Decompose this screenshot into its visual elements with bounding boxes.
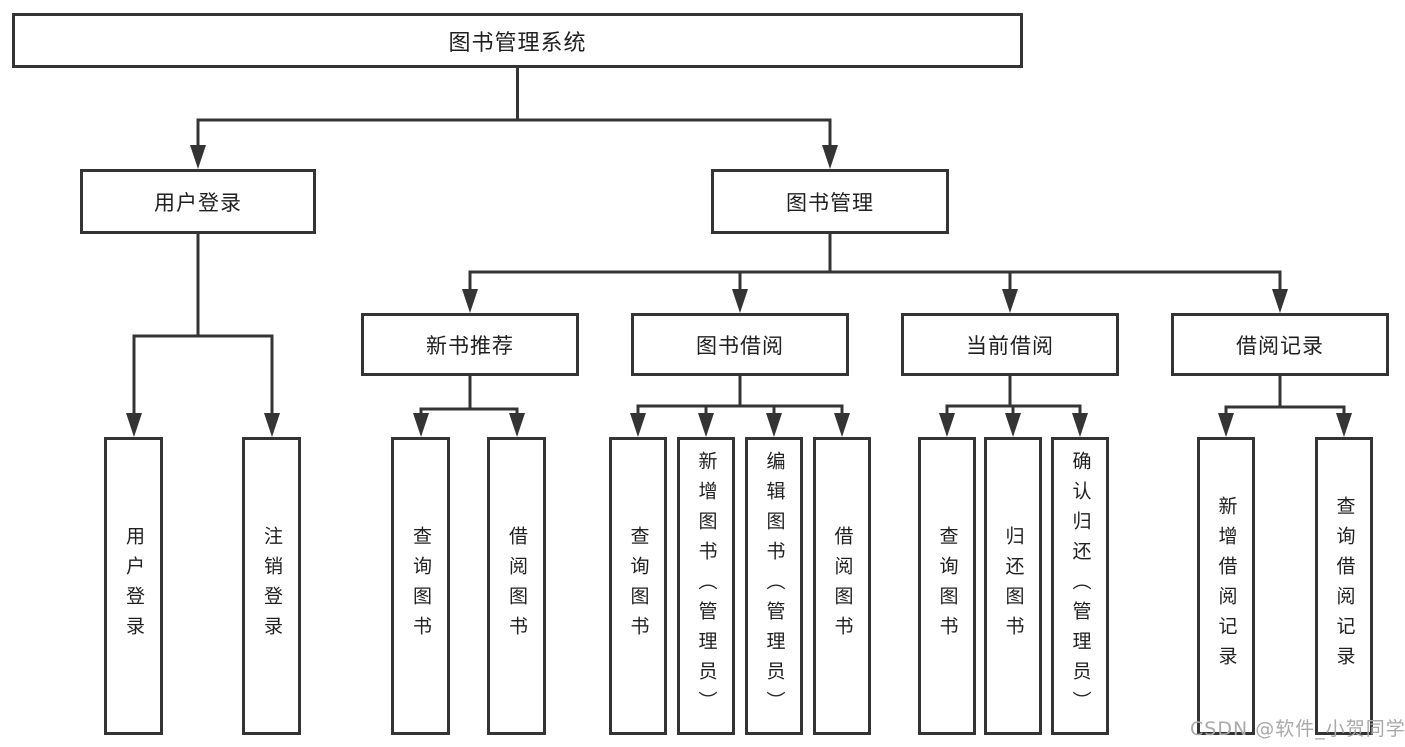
connector-new-book-recommendation-to-leaves (413, 374, 525, 437)
leaf-query-books-recommend: 查询图书 (391, 437, 450, 735)
leaf-label: 查询图书 (410, 526, 432, 646)
node-label: 当前借阅 (966, 333, 1054, 358)
connector-book-management-to-level3 (462, 232, 1288, 313)
node-label: 图书管理 (786, 190, 874, 215)
leaf-label: 新增借阅记录 (1215, 496, 1238, 676)
leaf-edit-book-admin: 编辑图书（管理员） (745, 437, 803, 735)
leaf-label: 查询借阅记录 (1333, 496, 1356, 676)
leaf-label: 新增图书（管理员） (695, 451, 718, 721)
watermark: CSDN @软件_小贺同学 (1190, 718, 1405, 740)
leaf-label: 查询图书 (627, 526, 650, 646)
leaf-label: 用户登录 (123, 526, 145, 646)
leaf-query-books-current: 查询图书 (918, 437, 976, 735)
node-label: 新书推荐 (426, 333, 514, 358)
leaf-label: 借阅图书 (506, 526, 528, 646)
leaf-query-books-borrowing: 查询图书 (609, 437, 667, 735)
leaf-label: 注销登录 (261, 526, 283, 646)
connector-book-borrowing-to-leaves (630, 374, 850, 437)
leaf-label: 借阅图书 (831, 526, 854, 646)
leaf-return-book: 归还图书 (984, 437, 1042, 735)
node-current-borrowing: 当前借阅 (901, 313, 1119, 376)
leaf-logout: 注销登录 (242, 437, 301, 735)
leaf-query-borrowing-record: 查询借阅记录 (1315, 437, 1373, 735)
leaf-borrow-books-recommend: 借阅图书 (487, 437, 546, 735)
connector-root-to-level2 (190, 66, 838, 169)
leaf-label: 归还图书 (1002, 526, 1025, 646)
leaf-borrow-books-borrowing: 借阅图书 (813, 437, 871, 735)
leaf-label: 确认归还（管理员） (1069, 451, 1092, 721)
node-label: 用户登录 (154, 190, 242, 215)
node-library-management-system: 图书管理系统 (12, 13, 1023, 68)
node-label: 借阅记录 (1236, 333, 1324, 358)
node-new-book-recommendation: 新书推荐 (361, 313, 579, 376)
leaf-confirm-return-admin: 确认归还（管理员） (1051, 437, 1109, 735)
node-label: 图书借阅 (696, 333, 784, 358)
node-user-login: 用户登录 (80, 169, 316, 234)
node-book-management: 图书管理 (711, 169, 949, 234)
connector-current-borrowing-to-leaves (939, 374, 1088, 437)
leaf-user-login: 用户登录 (104, 437, 163, 735)
leaf-add-borrowing-record: 新增借阅记录 (1197, 437, 1255, 735)
node-borrowing-records: 借阅记录 (1171, 313, 1389, 376)
leaf-label: 编辑图书（管理员） (763, 451, 786, 721)
node-label: 图书管理系统 (448, 30, 587, 56)
leaf-label: 查询图书 (936, 526, 959, 646)
leaf-add-book-admin: 新增图书（管理员） (677, 437, 735, 735)
node-book-borrowing: 图书借阅 (631, 313, 849, 376)
connector-borrowing-records-to-leaves (1218, 374, 1352, 437)
connector-user-login-to-leaves (126, 232, 280, 437)
